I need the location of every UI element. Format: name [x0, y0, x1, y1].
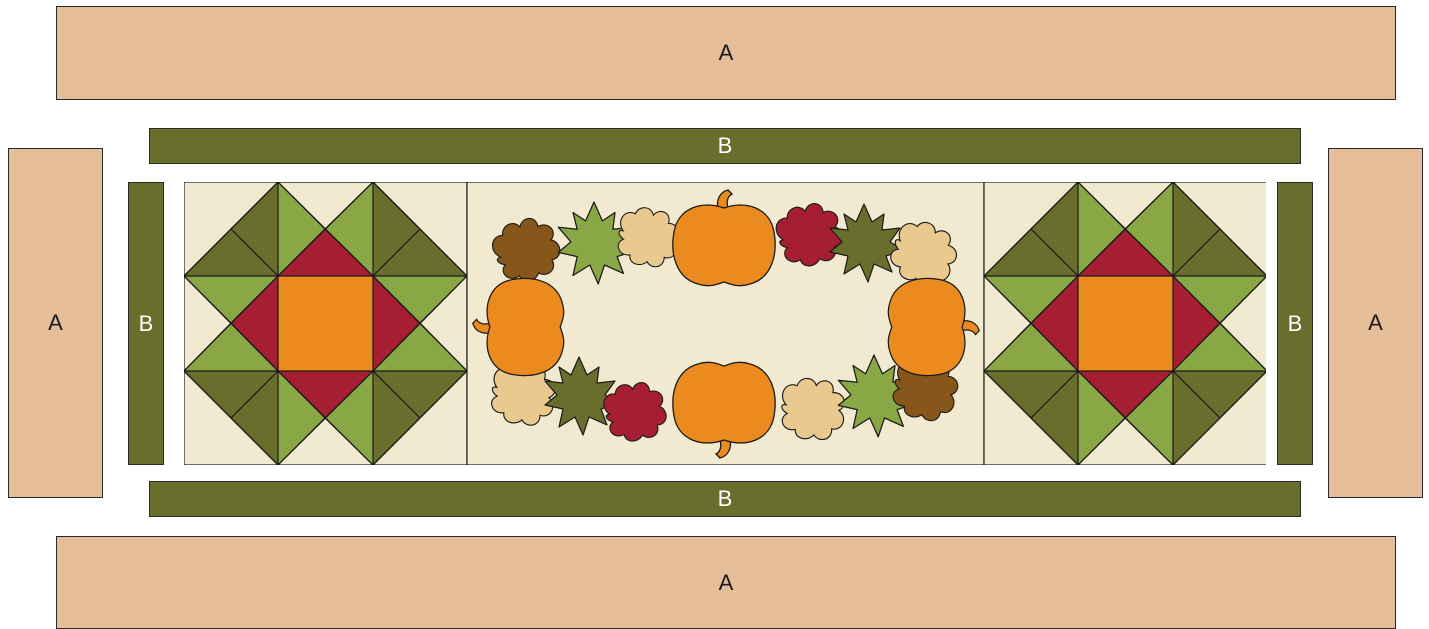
right-star-block — [984, 182, 1266, 465]
border-b-top-label: B — [718, 133, 733, 159]
border-a-right: A — [1328, 148, 1423, 498]
border-b-top: B — [149, 128, 1301, 164]
border-a-top: A — [56, 6, 1396, 100]
border-a-top-label: A — [719, 40, 734, 66]
border-b-left-label: B — [139, 311, 154, 337]
border-b-bottom-label: B — [718, 486, 733, 512]
border-a-left-label: A — [48, 310, 63, 336]
center-applique-block — [467, 182, 984, 465]
border-a-left: A — [8, 148, 103, 498]
border-a-bottom: A — [56, 536, 1396, 629]
border-b-right: B — [1277, 182, 1313, 465]
left-star-block — [184, 182, 467, 465]
border-a-right-label: A — [1368, 310, 1383, 336]
border-b-right-label: B — [1288, 311, 1303, 337]
border-b-left: B — [128, 182, 164, 465]
border-a-bottom-label: A — [719, 570, 734, 596]
quilt-center-panel — [184, 182, 1266, 465]
border-b-bottom: B — [149, 481, 1301, 517]
